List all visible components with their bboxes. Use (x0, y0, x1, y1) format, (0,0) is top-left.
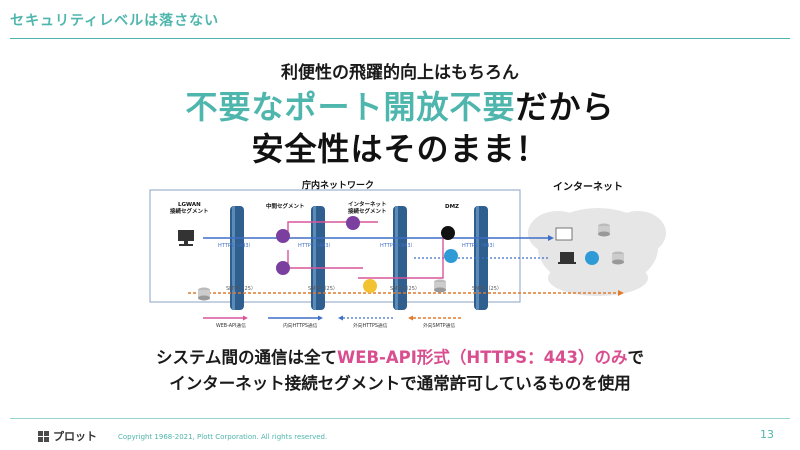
smtp-label-4: SMTP（25） (472, 286, 502, 292)
header-divider (10, 38, 790, 39)
note-accent: WEB-API形式（HTTPS：443）のみ (337, 348, 628, 367)
note-line1: システム間の通信は全てWEB-API形式（HTTPS：443）のみで (0, 344, 800, 368)
lead-text: 利便性の飛躍的向上はもちろん (281, 63, 519, 83)
webapi-flow-2 (287, 250, 363, 269)
pc-terminal-icon (178, 230, 194, 246)
webapi-flow-3 (358, 238, 444, 279)
legend-outbound-smtp: 外向SMTP通信 (423, 322, 455, 329)
segment-label-lgwan: LGWAN (178, 202, 201, 208)
headline-accent: 不要なポート開放不要 (185, 88, 516, 126)
firewall-4 (474, 206, 488, 310)
page-number: 13 (760, 428, 774, 441)
https-arrowhead (548, 235, 554, 241)
smtp-label-1: SMTP（25） (226, 286, 256, 292)
server-icon-1 (198, 287, 210, 301)
legend-inbound-https: 内向HTTPS通信 (283, 322, 318, 329)
https-label-3: HTTPS（443） (380, 243, 416, 249)
slide-header-title: セキュリティレベルは落さない (10, 13, 220, 29)
server-icon-2 (434, 279, 446, 293)
internet-cloud (528, 208, 666, 296)
smtp-label-2: SMTP（25） (308, 286, 338, 292)
web-service-icon (555, 227, 573, 241)
network-diagram: 庁内ネットワーク インターネット LGWAN 接続セグメント 中間セグメント イ… (149, 179, 666, 329)
segment-label-internet-2: 接続セグメント (348, 207, 387, 215)
firewall-2 (311, 206, 325, 310)
https-label-2: HTTPS（443） (298, 243, 334, 249)
dmz-system-icon (444, 249, 458, 263)
headline-line2: 安全性はそのまま！ (251, 130, 549, 168)
smtp-arrowhead (618, 290, 624, 296)
segment-label-dmz: DMZ (445, 204, 459, 210)
middle-system-icon-2 (276, 261, 290, 275)
dmz-proxy-icon (441, 226, 455, 240)
segment-label-internet: インターネット (348, 200, 387, 208)
note-post: で (627, 348, 645, 367)
segment-label-lgwan-2: 接続セグメント (170, 207, 209, 215)
logo-text: プロット (53, 430, 97, 443)
server-icon-3 (598, 223, 610, 237)
footer-divider (10, 418, 790, 419)
legend-outbound-https: 外向HTTPS通信 (353, 322, 388, 329)
legend: WEB-API通信 内向HTTPS通信 外向HTTPS通信 外向SMTP通信 (203, 315, 463, 329)
copyright-text: Copyright 1968-2021, Plott Corporation. … (118, 433, 328, 441)
company-logo: プロット (38, 428, 97, 444)
legend-webapi: WEB-API通信 (216, 322, 246, 329)
cloud-system-icon (585, 251, 599, 265)
office-network-frame (149, 189, 521, 303)
middle-system-icon-1 (276, 229, 290, 243)
https-label-1: HTTPS（443） (218, 243, 254, 249)
mail-system-icon (363, 279, 377, 293)
firewall-3 (393, 206, 407, 310)
smtp-label-3: SMTP（25） (390, 286, 420, 292)
external-user-icon (558, 252, 576, 264)
note-pre: システム間の通信は全て (155, 348, 337, 367)
webapi-flow-1 (287, 221, 378, 238)
internet-system-icon-1 (346, 216, 360, 230)
firewall-1 (230, 206, 244, 310)
office-network-label: 庁内ネットワーク (301, 179, 374, 191)
logo-grid-icon (38, 430, 49, 442)
https-label-4: HTTPS（443） (462, 243, 498, 249)
segment-label-middle: 中間セグメント (266, 202, 305, 210)
internet-label: インターネット (553, 181, 623, 193)
headline-rest: だから (515, 88, 615, 126)
note-line2: インターネット接続セグメントで通常許可しているものを使用 (169, 374, 631, 393)
headline-line1: 不要なポート開放不要だから (0, 82, 800, 128)
server-icon-4 (612, 251, 624, 265)
